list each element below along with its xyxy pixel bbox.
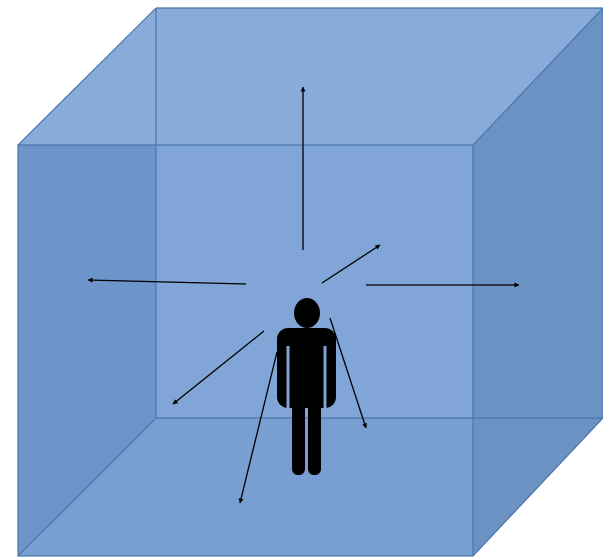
person-icon	[277, 298, 336, 475]
cube-right-face	[473, 8, 603, 556]
cube-floor	[18, 418, 603, 556]
cube-front-face	[18, 145, 473, 556]
person-arm-gaps	[286, 346, 327, 410]
cube-ceiling	[18, 8, 603, 145]
arrow-left	[87, 277, 247, 285]
direction-arrows	[87, 86, 520, 504]
arrow-down-left	[172, 330, 265, 405]
cube-edges	[17, 7, 603, 557]
arrow-down	[238, 351, 278, 504]
arrow-down-right	[329, 317, 367, 429]
arrow-up-right	[321, 244, 381, 284]
